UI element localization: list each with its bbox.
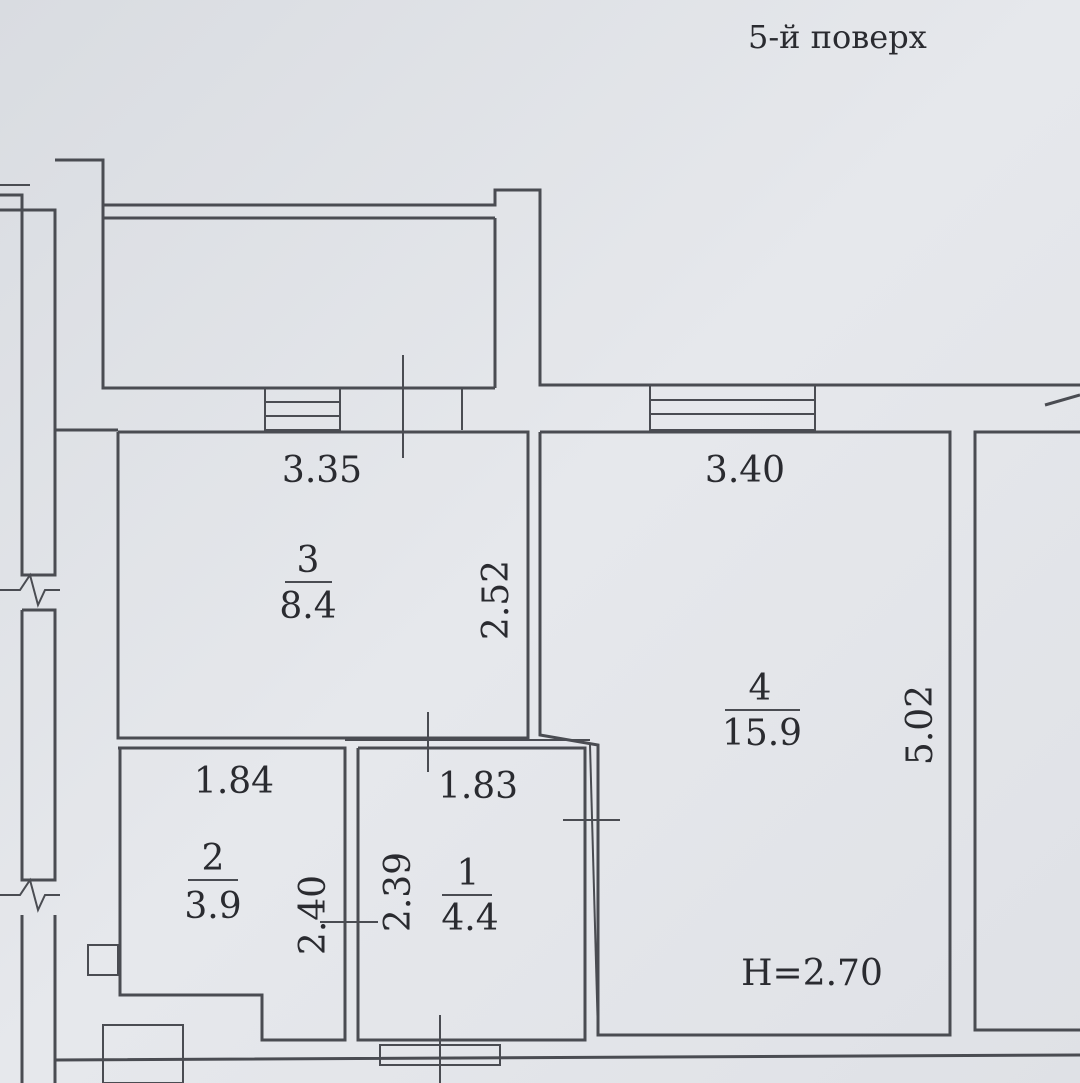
room-2-length: 2.40 [293,875,334,955]
room-2-width: 1.84 [194,761,274,802]
room-3-area: 8.4 [279,586,336,627]
room-2-number: 2 [202,838,225,879]
room-1-area: 4.4 [441,898,498,939]
room-4-width: 3.40 [705,450,785,491]
room-1-width: 1.83 [438,766,518,807]
room-1-number: 1 [457,853,480,894]
room-3-length: 2.52 [476,560,517,640]
room-4-number: 4 [749,668,772,709]
floor-label: 5-й поверх [748,18,927,56]
walls [0,158,1080,1083]
room-3-number: 3 [297,540,320,581]
room-4-area: 15.9 [722,713,802,754]
room-2-area: 3.9 [184,886,241,927]
ceiling-height: H=2.70 [741,953,883,994]
window [264,387,341,431]
window [649,384,816,431]
room-4-length: 5.02 [900,685,941,765]
room-3-width: 3.35 [282,450,362,491]
room-1-length: 2.39 [378,852,419,932]
